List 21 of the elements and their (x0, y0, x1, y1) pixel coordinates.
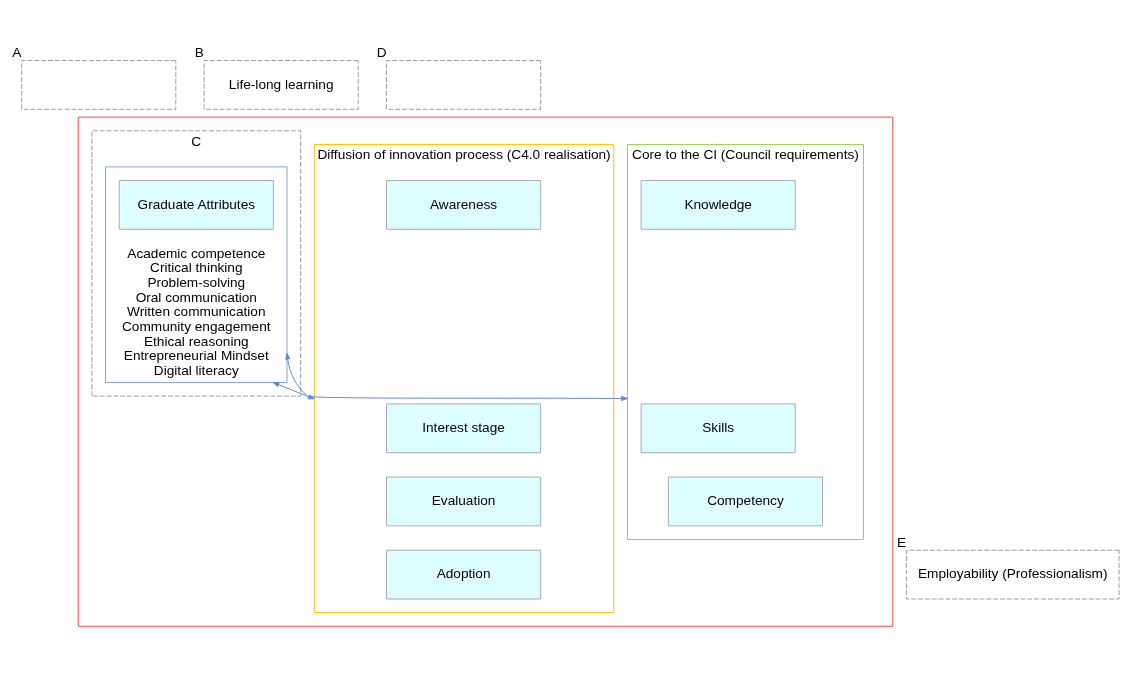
node-box: Employability (Professionalism) (905, 549, 1120, 599)
node-box: Life-long learning (203, 59, 359, 110)
node-box: Interest stage (386, 402, 542, 453)
node-box: Skills (640, 402, 796, 453)
node-box: Competency (667, 476, 823, 526)
node-box: Adoption (386, 549, 542, 599)
node-label: E (896, 534, 907, 549)
node-label: A (12, 44, 22, 60)
node-box (21, 59, 177, 110)
node-box: Evaluation (386, 476, 542, 526)
cluster (77, 116, 894, 627)
node-box (386, 59, 542, 110)
node-box: Graduate Attributes (118, 179, 274, 230)
node-label: B (194, 44, 204, 60)
node-box: Awareness (386, 179, 542, 230)
node-label: D (376, 44, 387, 60)
cluster (91, 129, 302, 397)
arrow (272, 381, 628, 401)
node-label: C (191, 133, 202, 149)
arrow (285, 352, 315, 399)
node-box: Knowledge (640, 179, 796, 230)
